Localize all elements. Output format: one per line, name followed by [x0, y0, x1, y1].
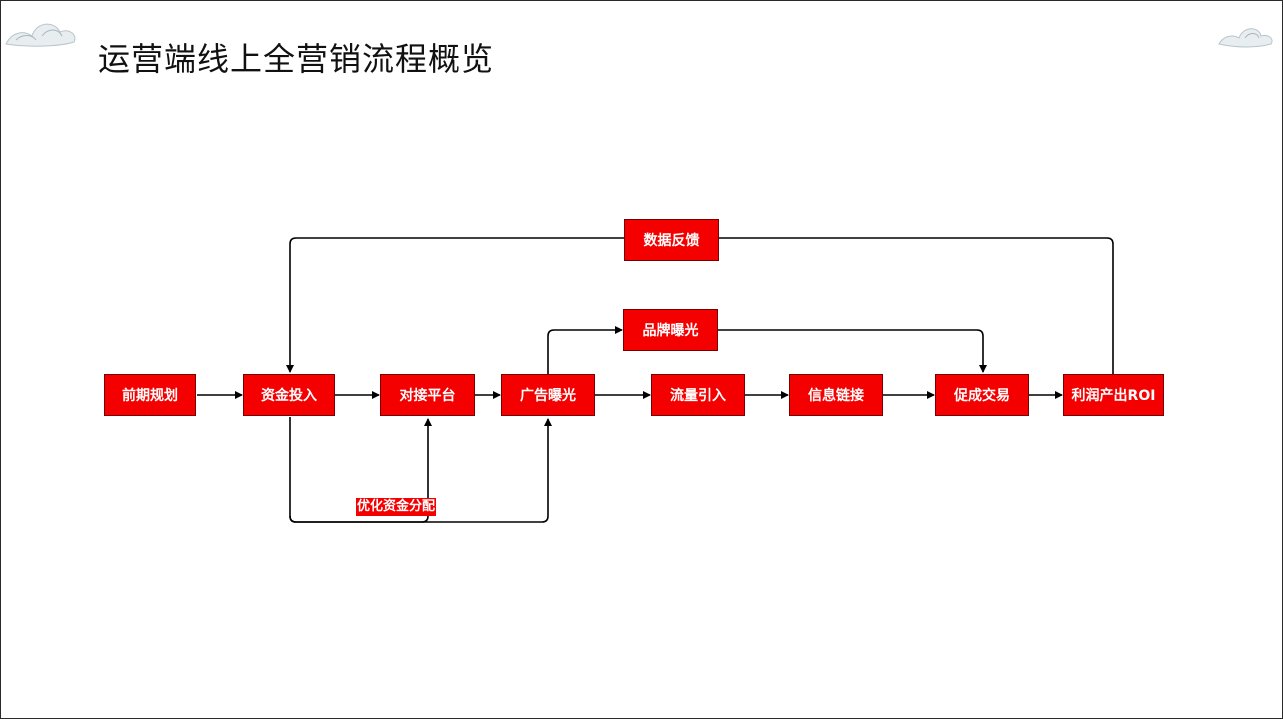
node-traffic: 流量引入: [651, 374, 745, 416]
page-title: 运营端线上全营销流程概览: [98, 40, 495, 78]
node-info-link: 信息链接: [789, 374, 883, 416]
node-feedback: 数据反馈: [624, 219, 719, 261]
node-roi: 利润产出ROI: [1063, 374, 1164, 416]
arrow-brand-to-transaction: [717, 329, 987, 373]
node-ad-exposure: 广告曝光: [501, 374, 595, 416]
node-platform: 对接平台: [380, 374, 475, 416]
node-planning: 前期规划: [104, 374, 196, 416]
label-optimize-funds: 优化资金分配: [356, 498, 437, 516]
node-transaction: 促成交易: [935, 374, 1029, 416]
node-investment: 资金投入: [243, 374, 335, 416]
cloud-decoration-right: [1218, 28, 1273, 48]
node-brand: 品牌曝光: [623, 309, 718, 351]
cloud-decoration-left: [5, 23, 76, 47]
arrow-optimize-to-ad: [289, 418, 552, 523]
arrow-ad-to-brand: [547, 326, 623, 374]
